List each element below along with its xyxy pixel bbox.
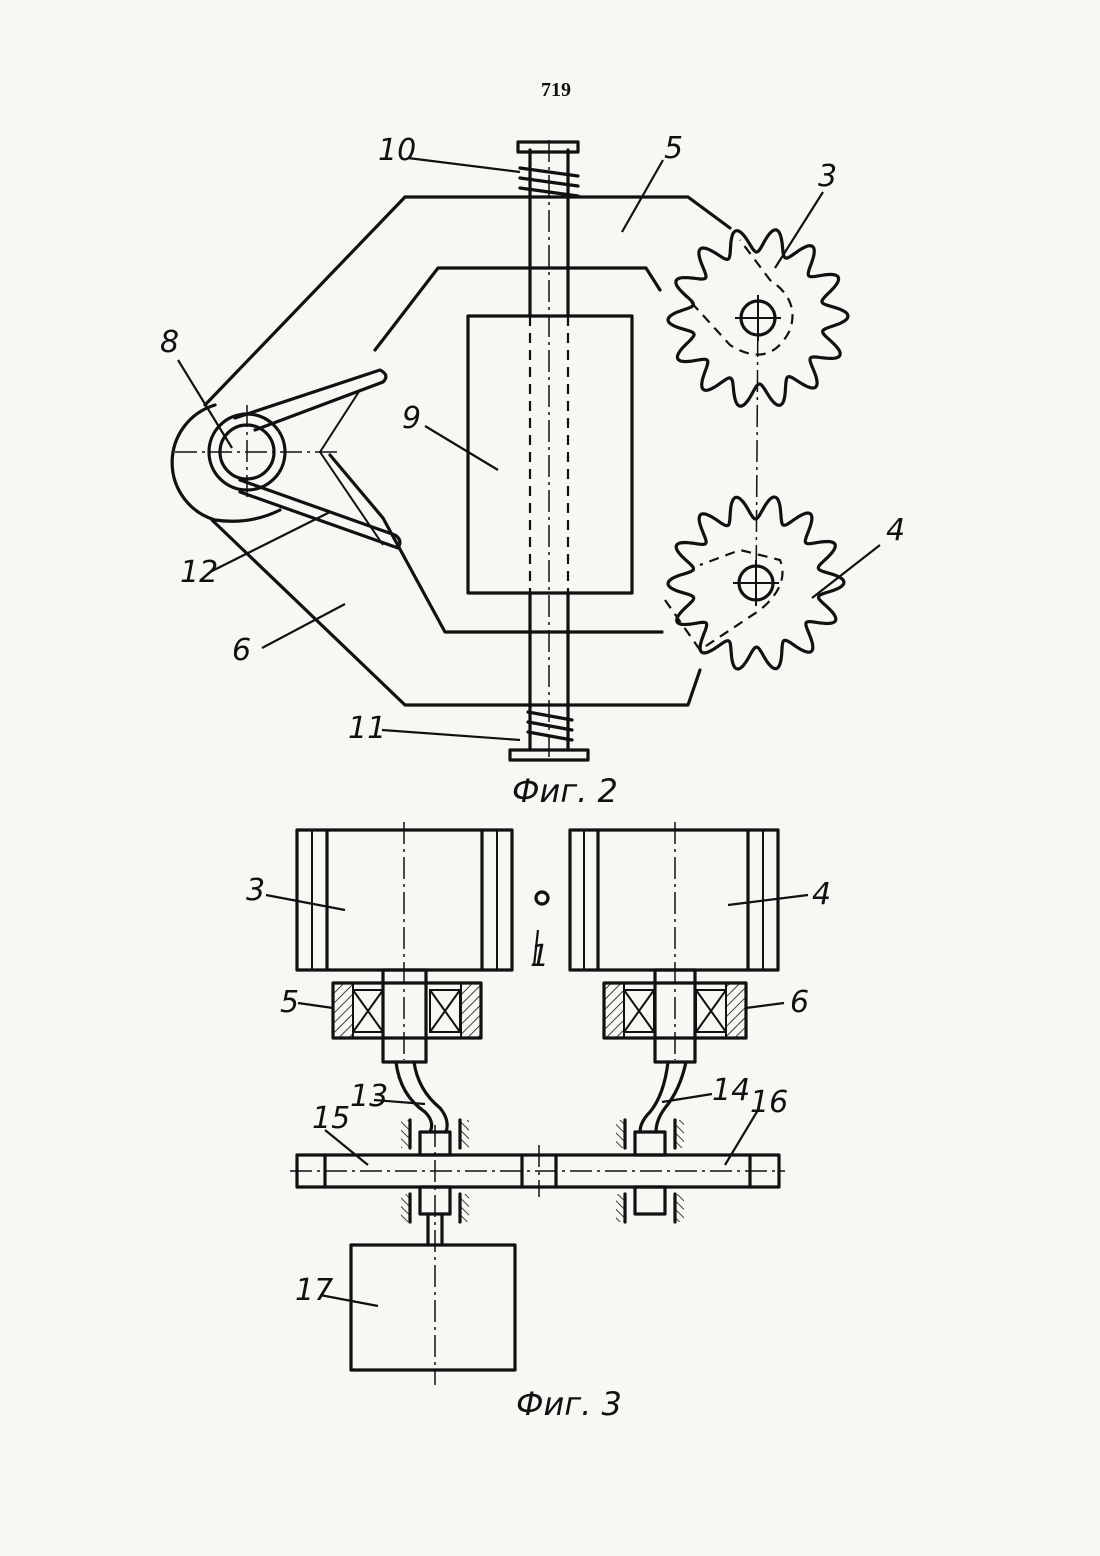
figure-2-caption: Фиг. 2 [512,772,618,810]
label-8: 8 [160,325,179,360]
figure-3-caption: Фиг. 3 [516,1385,622,1423]
fig3-label-14: 14 [712,1073,750,1108]
spring-12-upper-leg [235,370,386,430]
wire-1 [536,892,548,904]
fig3-label-13: 13 [350,1079,388,1114]
fig3-label-16: 16 [750,1085,788,1120]
fig3-label-15: 15 [312,1101,350,1136]
fig3-label-3: 3 [246,873,265,908]
label-6: 6 [232,633,251,668]
label-10: 10 [378,133,416,168]
label-3: 3 [818,159,837,194]
motor-17 [351,1245,515,1370]
page-number: 719 [541,79,571,101]
label-4: 4 [886,513,905,548]
label-9: 9 [402,401,421,436]
figure-3: 3 4 1 5 6 13 14 15 16 17 Фиг. 3 [246,822,831,1423]
spring-12-lower-leg [240,480,400,548]
bearing-right-top [635,1132,665,1155]
spring-11 [528,712,572,740]
figure-2: 10 5 3 8 9 4 12 6 11 Фиг. 2 [160,131,905,810]
label-11: 11 [348,711,386,746]
hinge-boss [172,405,280,521]
flex-shaft-14 [640,1062,668,1132]
solenoid-9 [468,316,632,593]
label-5: 5 [664,131,683,166]
label-12: 12 [180,555,218,590]
bearing-right-bottom [635,1187,665,1214]
fig3-label-17: 17 [295,1273,333,1308]
fig3-label-5: 5 [280,985,299,1020]
fig3-label-1: 1 [530,939,549,974]
fig3-label-6: 6 [790,985,809,1020]
top-cap [518,142,578,152]
fig3-label-4: 4 [812,877,831,912]
